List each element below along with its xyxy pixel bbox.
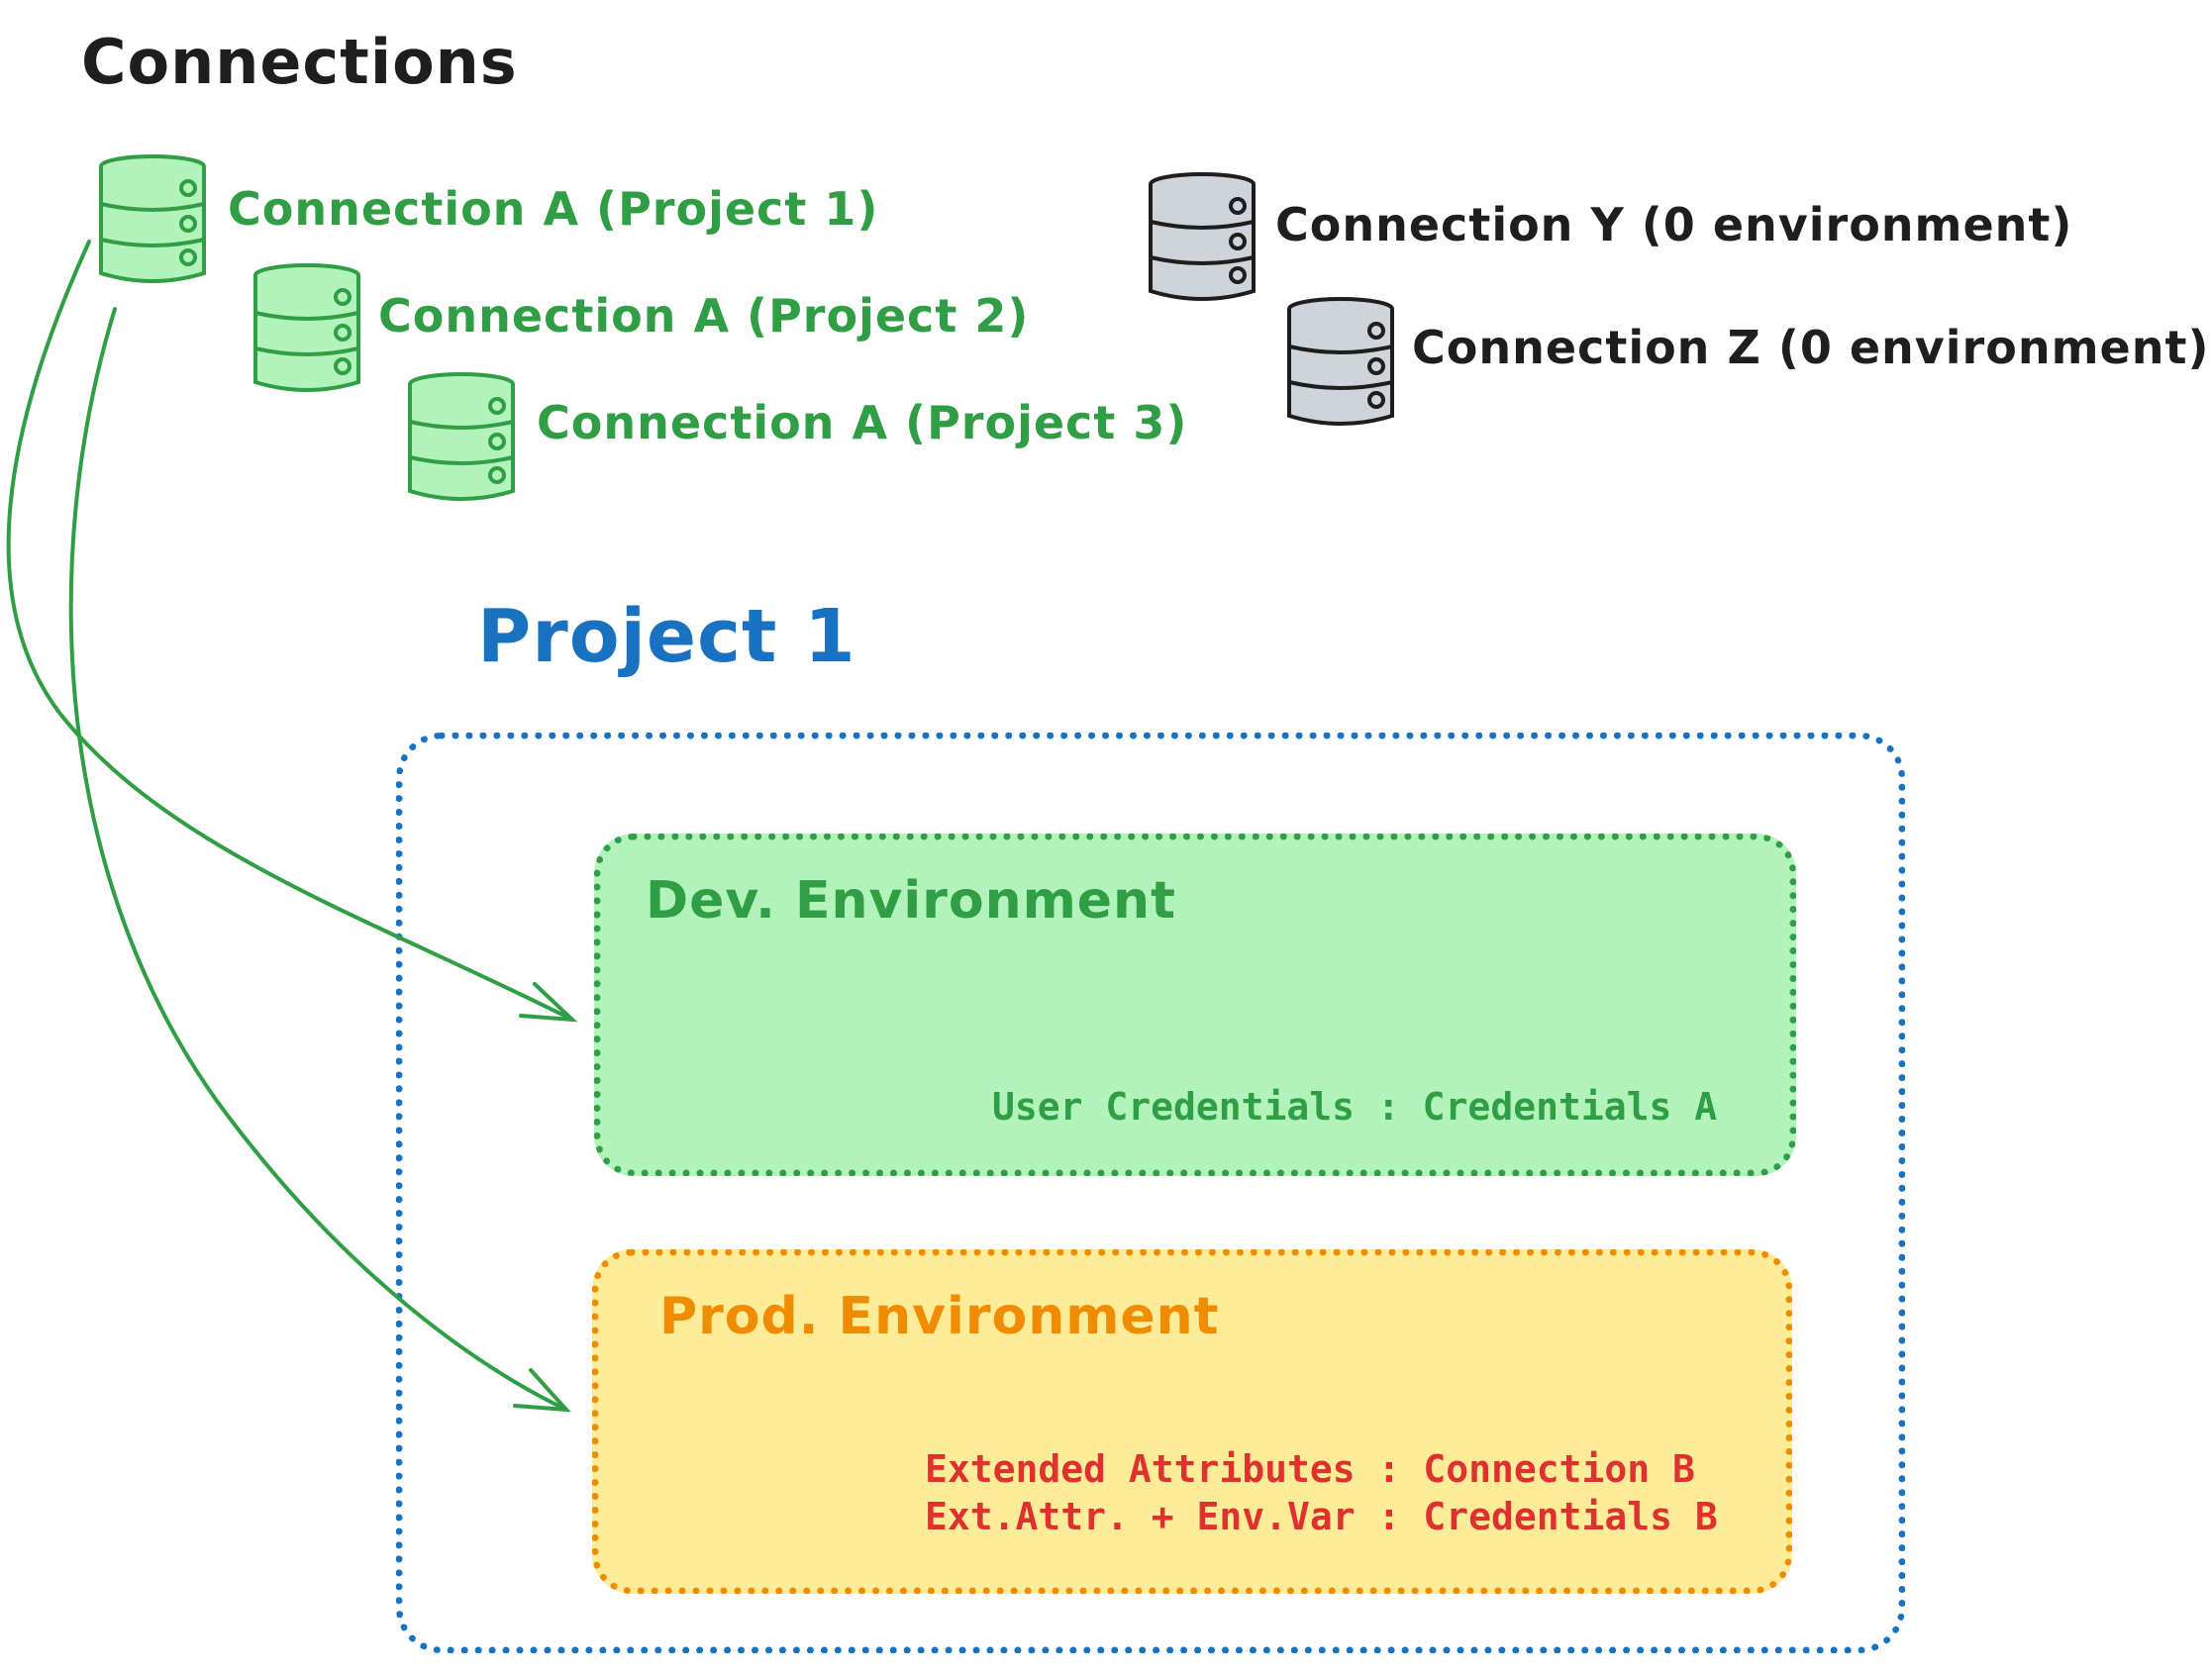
database-icon: [408, 372, 515, 501]
connection-a-project-1-label: Connection A (Project 1): [228, 182, 879, 236]
prod-extended-attributes-line: Extended Attributes : Connection B: [925, 1447, 1695, 1491]
connection-a-project-2-label: Connection A (Project 2): [378, 289, 1030, 343]
prod-environment-box: [592, 1249, 1792, 1594]
connection-a-project-3-label: Connection A (Project 3): [537, 396, 1188, 449]
arrow-to-dev-arrowhead: [519, 982, 578, 1023]
dev-environment-box: [594, 834, 1796, 1176]
database-icon: [1287, 297, 1394, 426]
diagram-title: Connections: [81, 26, 518, 98]
connection-z-label: Connection Z (0 environment): [1412, 321, 2210, 374]
connection-y-label: Connection Y (0 environment): [1275, 198, 2073, 251]
prod-environment-title: Prod. Environment: [659, 1287, 1220, 1346]
project-frame: [396, 733, 1905, 1653]
prod-ext-attr-env-var-line: Ext.Attr. + Env.Var : Credentials B: [925, 1495, 1718, 1538]
dev-environment-title: Dev. Environment: [646, 871, 1176, 931]
arrow-to-prod-arrowhead: [513, 1368, 571, 1413]
database-icon: [99, 154, 206, 283]
project-title: Project 1: [477, 594, 856, 679]
database-icon: [1149, 172, 1256, 301]
arrow-to-prod-environment: [68, 307, 568, 1412]
database-icon: [253, 263, 360, 392]
dev-credentials-line: User Credentials : Credentials A: [992, 1085, 1718, 1129]
arrow-to-dev-environment: [6, 240, 574, 1022]
